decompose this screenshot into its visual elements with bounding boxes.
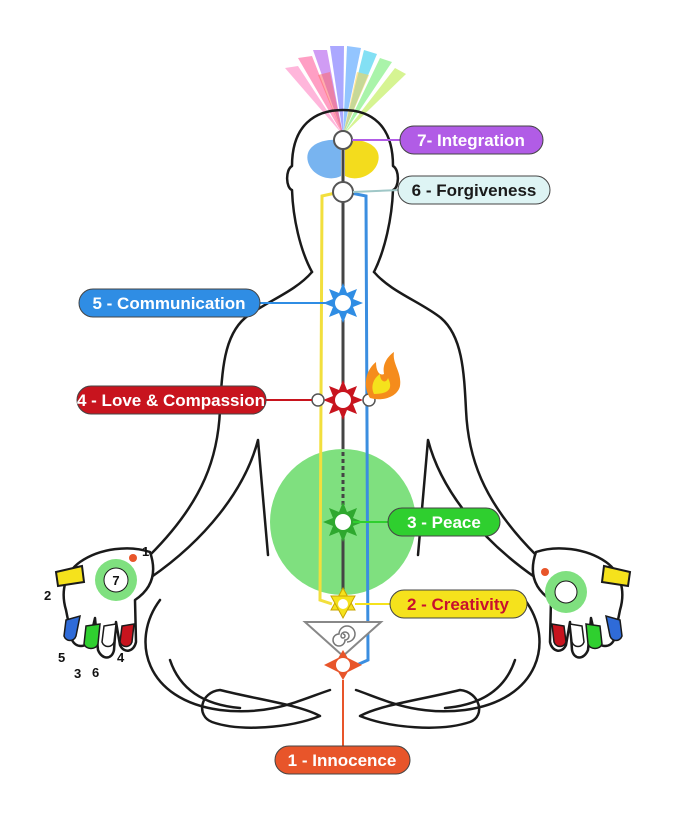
label-text: 2 - Creativity	[407, 595, 510, 614]
crown-petals	[285, 46, 406, 135]
left-little-tip	[119, 623, 135, 648]
finger-number: 2	[44, 588, 51, 603]
finger-number: 4	[117, 650, 125, 665]
chakra-6-node	[332, 181, 354, 203]
leader-lines	[258, 139, 405, 747]
chakra-1-star	[324, 650, 362, 680]
left-palm-dot	[129, 554, 137, 562]
label-chakra-4: 4 - Love & Compassion	[76, 385, 267, 415]
left-thumb-tip	[54, 564, 86, 588]
right-knee	[443, 658, 517, 710]
chakra-7-node	[333, 130, 353, 150]
right-hand	[531, 547, 632, 659]
left-inner-arm	[148, 438, 270, 580]
label-chakra-7: 7- Integration	[399, 125, 544, 155]
crown-petal	[343, 58, 392, 135]
left-palm-center	[103, 567, 129, 593]
label-pill	[397, 175, 551, 205]
label-text: 6 - Forgiveness	[412, 181, 537, 200]
spiral-icon	[332, 625, 356, 647]
label-text: 3 - Peace	[407, 513, 481, 532]
left-arm-outline	[148, 270, 314, 557]
label-chakra-6: 6 - Forgiveness	[397, 175, 551, 205]
label-chakra-3: 3 - Peace	[387, 507, 501, 537]
finger-number: 6	[92, 665, 99, 680]
body-outline	[144, 108, 541, 729]
right-palm-center	[554, 580, 578, 604]
crown-petal	[343, 68, 406, 135]
crown-petal	[330, 46, 344, 135]
left-middle-tip	[83, 623, 101, 650]
finger-number: 3	[74, 666, 81, 681]
crown-left-lobe	[307, 139, 341, 179]
left-ring-tip	[101, 623, 117, 648]
left-knee	[168, 658, 242, 710]
right-middle-tip	[585, 623, 603, 650]
label-chakra-5: 5 - Communication	[78, 288, 261, 318]
right-index-tip	[605, 614, 623, 642]
crown-right-lobe	[345, 139, 379, 179]
crown-petal	[285, 66, 343, 135]
sacrum-triangle	[302, 621, 384, 658]
right-ring-tip	[569, 623, 585, 648]
left-leg-outline	[144, 598, 332, 713]
label-chakra-1: 1 - Innocence	[274, 745, 411, 775]
left-hand	[54, 547, 155, 659]
label-text: 4 - Love & Compassion	[77, 391, 265, 410]
label-text: 1 - Innocence	[288, 751, 397, 770]
label-text: 5 - Communication	[92, 294, 245, 313]
label-pill	[78, 288, 261, 318]
label-text: 7- Integration	[417, 131, 525, 150]
right-arm-outline	[372, 270, 538, 557]
label-pill	[76, 385, 267, 415]
left-foot	[200, 688, 322, 729]
right-palm-dot	[541, 568, 549, 576]
crown-petal	[318, 72, 343, 135]
chakra-2-star	[330, 586, 356, 620]
flame-icon	[365, 352, 401, 400]
chakra-4-star	[323, 380, 363, 420]
hand-center-number: 7	[112, 573, 119, 588]
finger-number: 5	[58, 650, 65, 665]
label-pill	[387, 507, 501, 537]
right-leg-outline	[354, 598, 541, 713]
right-little-tip	[551, 623, 567, 648]
label-chakra-2: 2 - Creativity	[389, 589, 528, 619]
left-index-tip	[63, 614, 81, 642]
crown-petal	[343, 72, 369, 135]
crown-petal	[298, 56, 343, 135]
right-foot	[358, 688, 481, 729]
label-pill	[399, 125, 544, 155]
label-pill	[389, 589, 528, 619]
heart-left-node	[311, 393, 325, 407]
finger-number: 1	[142, 544, 149, 559]
chakra-5-star	[323, 283, 363, 323]
right-thumb-tip	[600, 564, 632, 588]
chakra-3-star	[323, 502, 363, 542]
crown-petal	[343, 46, 361, 135]
label-pill	[274, 745, 411, 775]
